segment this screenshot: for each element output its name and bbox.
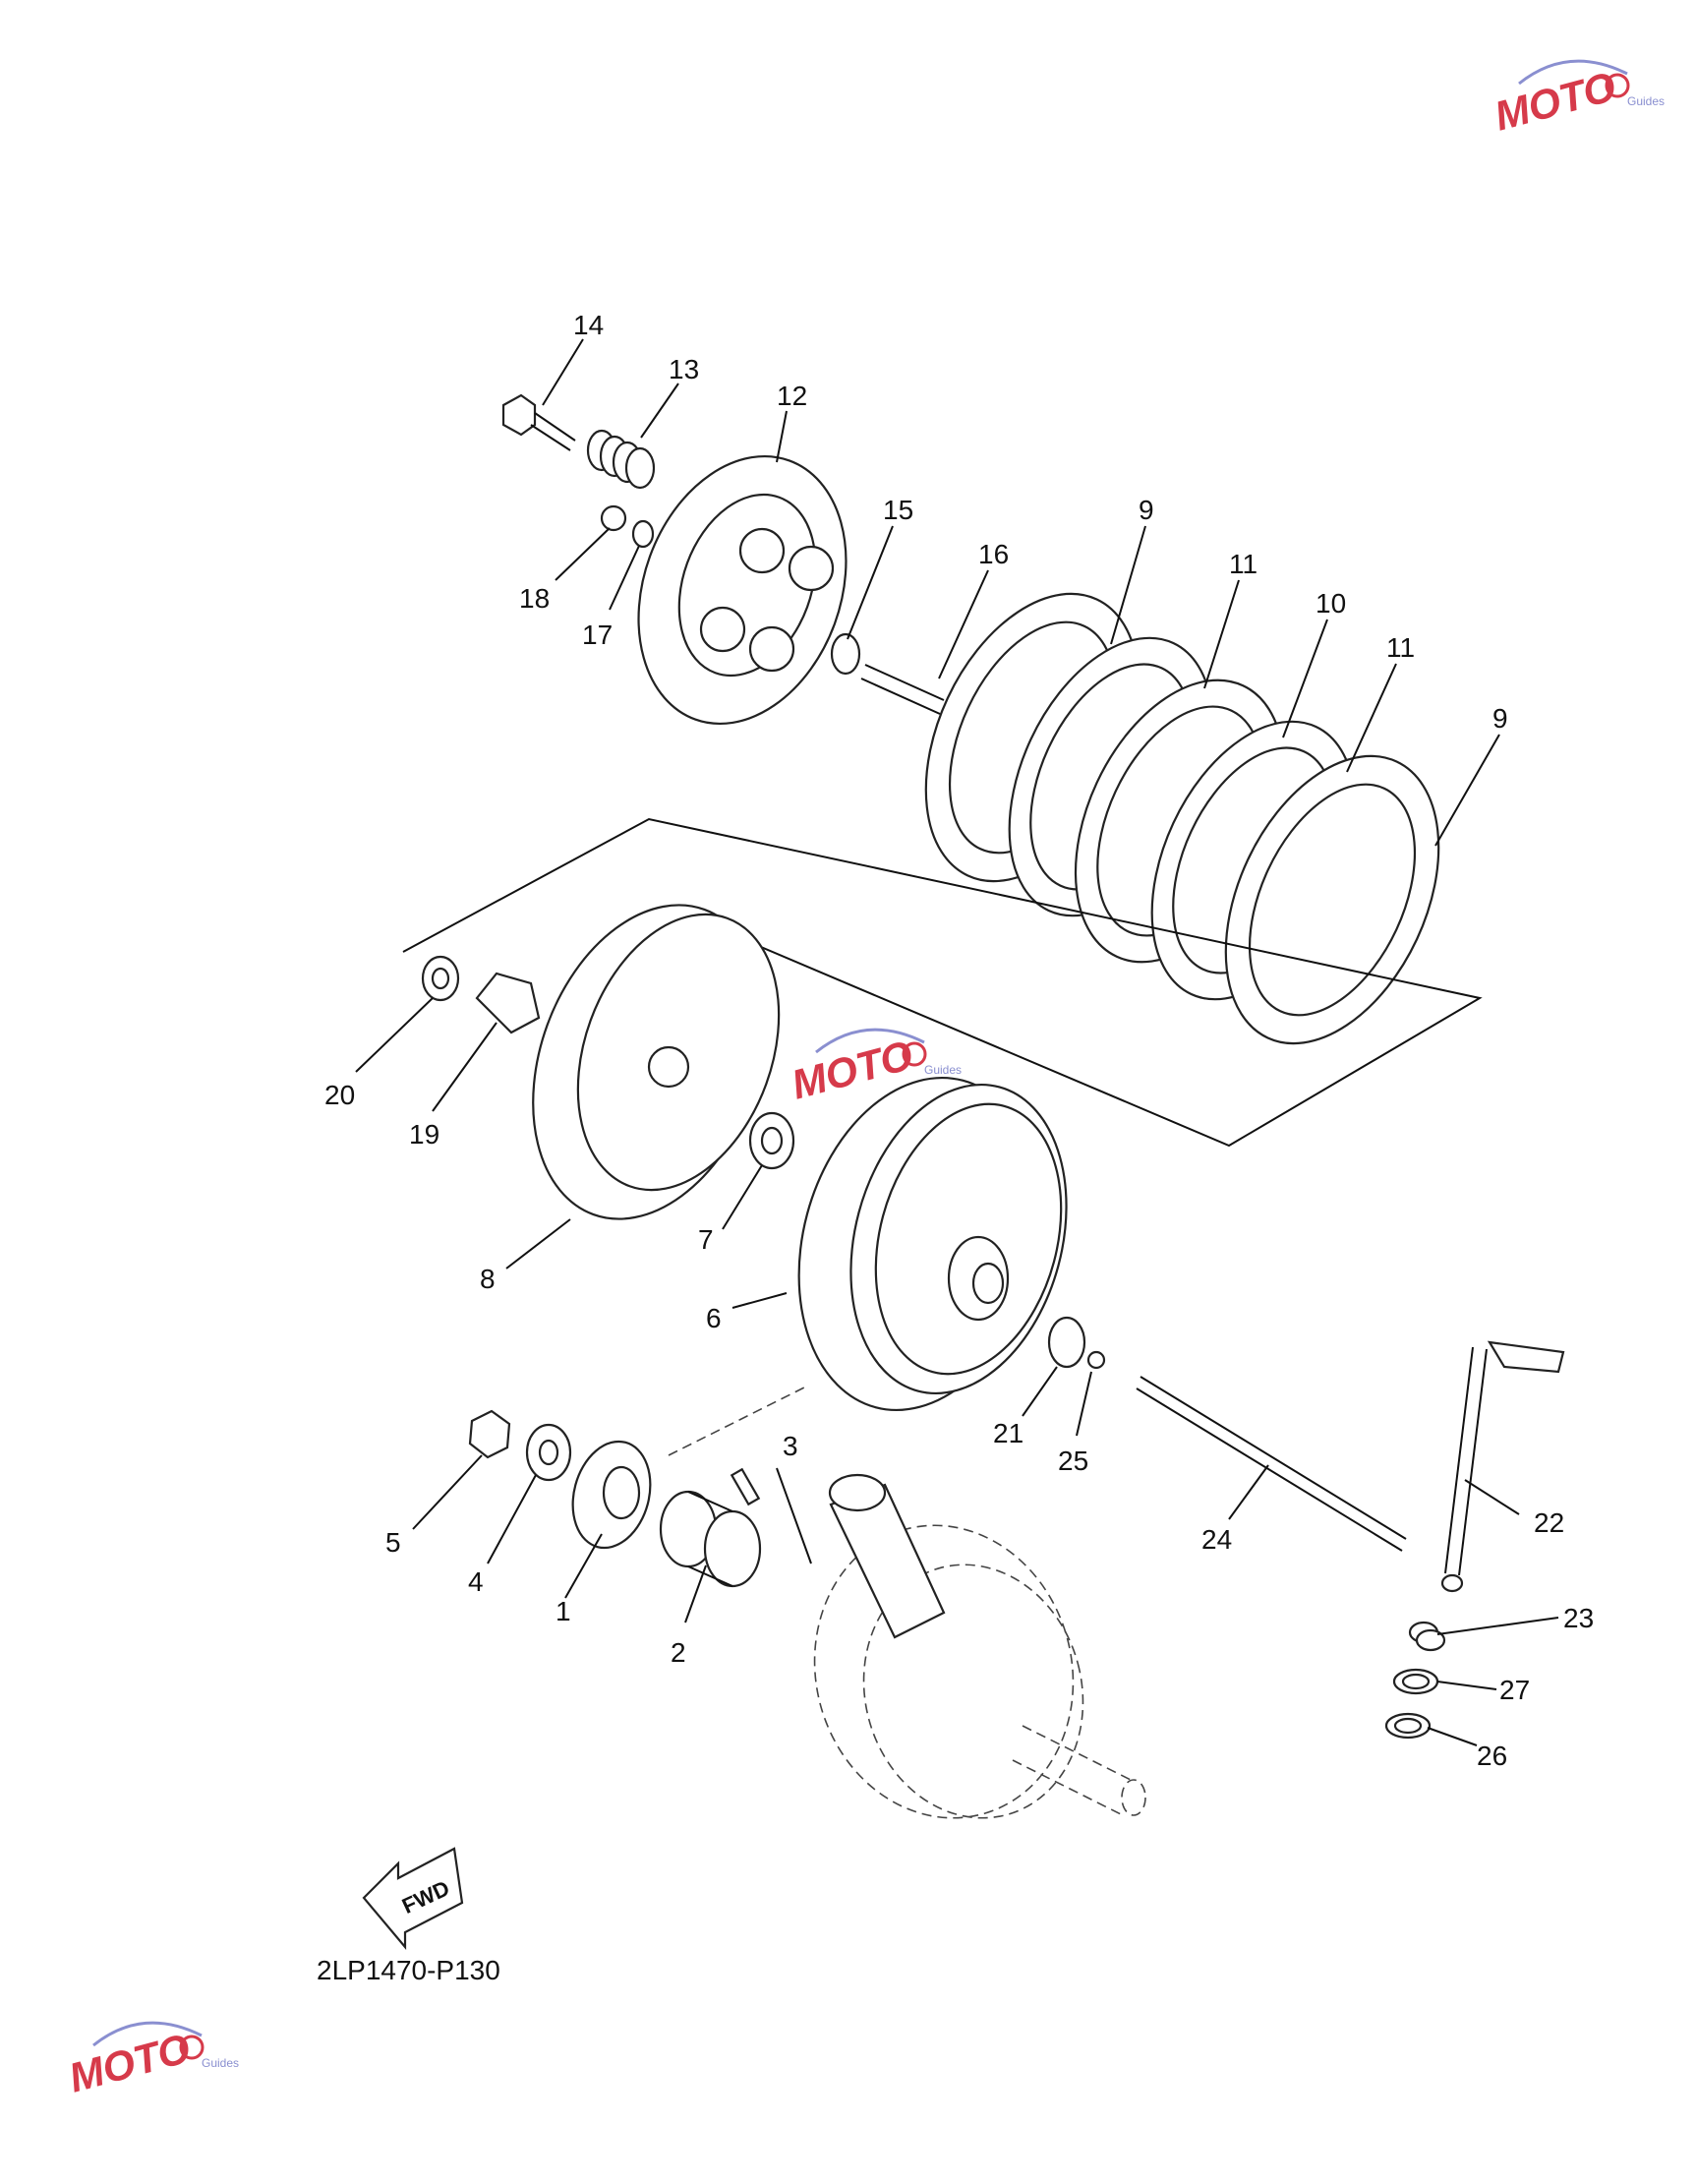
callout-11-b: 11 bbox=[1386, 632, 1415, 663]
callout-5: 5 bbox=[385, 1527, 401, 1558]
part-24-push-rod bbox=[1136, 1376, 1407, 1552]
callout-8: 8 bbox=[480, 1264, 496, 1294]
callout-6: 6 bbox=[706, 1303, 722, 1333]
part-13-spring bbox=[586, 429, 656, 490]
leader-lines bbox=[355, 338, 1559, 1746]
callout-1: 1 bbox=[556, 1596, 571, 1626]
callout-13: 13 bbox=[669, 354, 699, 384]
callout-10: 10 bbox=[1316, 588, 1346, 619]
watermark-logo-top-right: MOTO Guides bbox=[1490, 59, 1665, 140]
svg-text:MOTO: MOTO bbox=[1490, 63, 1620, 140]
part-22-push-lever-shaft bbox=[1440, 1340, 1565, 1593]
callout-15: 15 bbox=[883, 495, 913, 525]
callout-19: 19 bbox=[409, 1119, 439, 1150]
callout-11-a: 11 bbox=[1229, 549, 1257, 579]
part-17-washer bbox=[631, 519, 655, 549]
callout-9-bottom: 9 bbox=[1492, 703, 1508, 734]
part-3-key bbox=[730, 1467, 761, 1506]
svg-text:Guides: Guides bbox=[202, 2056, 239, 2070]
callout-22: 22 bbox=[1534, 1507, 1564, 1538]
part-14-bolt bbox=[501, 393, 576, 451]
callout-7: 7 bbox=[698, 1224, 714, 1255]
svg-text:Guides: Guides bbox=[1627, 94, 1665, 108]
callout-14: 14 bbox=[573, 310, 604, 340]
callout-27: 27 bbox=[1499, 1675, 1530, 1705]
callout-3: 3 bbox=[783, 1431, 798, 1461]
part-19-lock-washer bbox=[475, 972, 541, 1034]
part-16-push-rod bbox=[860, 664, 945, 715]
diagram-code: 2LP1470-P130 bbox=[317, 1955, 500, 1985]
watermark-logo-bottom-left: MOTO Guides bbox=[64, 2021, 239, 2101]
crankshaft-assembly bbox=[813, 1473, 1146, 1819]
callout-2: 2 bbox=[671, 1637, 686, 1668]
part-18-nut bbox=[600, 504, 627, 532]
part-2-spacer bbox=[659, 1490, 762, 1588]
part-12-pressure-plate bbox=[637, 454, 848, 726]
part-15-washer bbox=[830, 632, 861, 676]
callout-24: 24 bbox=[1201, 1524, 1232, 1555]
callout-9-top: 9 bbox=[1139, 495, 1154, 525]
plate-group-bracket bbox=[402, 817, 1483, 1148]
part-6-primary-driven-gear bbox=[797, 1076, 1068, 1412]
svg-text:MOTO: MOTO bbox=[64, 2025, 195, 2101]
part-20-nut bbox=[421, 955, 460, 1002]
callout-26: 26 bbox=[1477, 1741, 1507, 1771]
part-21-washer bbox=[1047, 1316, 1086, 1369]
part-23-spring bbox=[1408, 1621, 1446, 1652]
callout-18: 18 bbox=[519, 583, 550, 614]
part-7-washer bbox=[748, 1111, 795, 1170]
part-25-ball bbox=[1086, 1350, 1106, 1370]
part-4-washer bbox=[525, 1423, 572, 1482]
callout-17: 17 bbox=[582, 620, 613, 650]
part-1-primary-drive-gear bbox=[571, 1440, 652, 1550]
clutch-plates bbox=[924, 592, 1440, 1045]
fwd-arrow: FWD bbox=[362, 1847, 464, 1951]
part-26-bushing bbox=[1384, 1712, 1432, 1740]
svg-text:Guides: Guides bbox=[924, 1063, 962, 1077]
callout-23: 23 bbox=[1563, 1603, 1594, 1633]
callout-25: 25 bbox=[1058, 1446, 1088, 1476]
callout-20: 20 bbox=[324, 1080, 355, 1110]
callout-16: 16 bbox=[978, 539, 1009, 569]
part-5-nut bbox=[468, 1409, 511, 1459]
callout-4: 4 bbox=[468, 1566, 484, 1597]
part-27-oil-seal bbox=[1392, 1668, 1439, 1695]
callout-labels: 14 13 12 15 16 9 11 10 11 9 18 17 20 19 … bbox=[324, 310, 1594, 1771]
callout-12: 12 bbox=[777, 381, 807, 411]
part-8-clutch-boss bbox=[532, 904, 781, 1220]
callout-21: 21 bbox=[993, 1418, 1023, 1448]
